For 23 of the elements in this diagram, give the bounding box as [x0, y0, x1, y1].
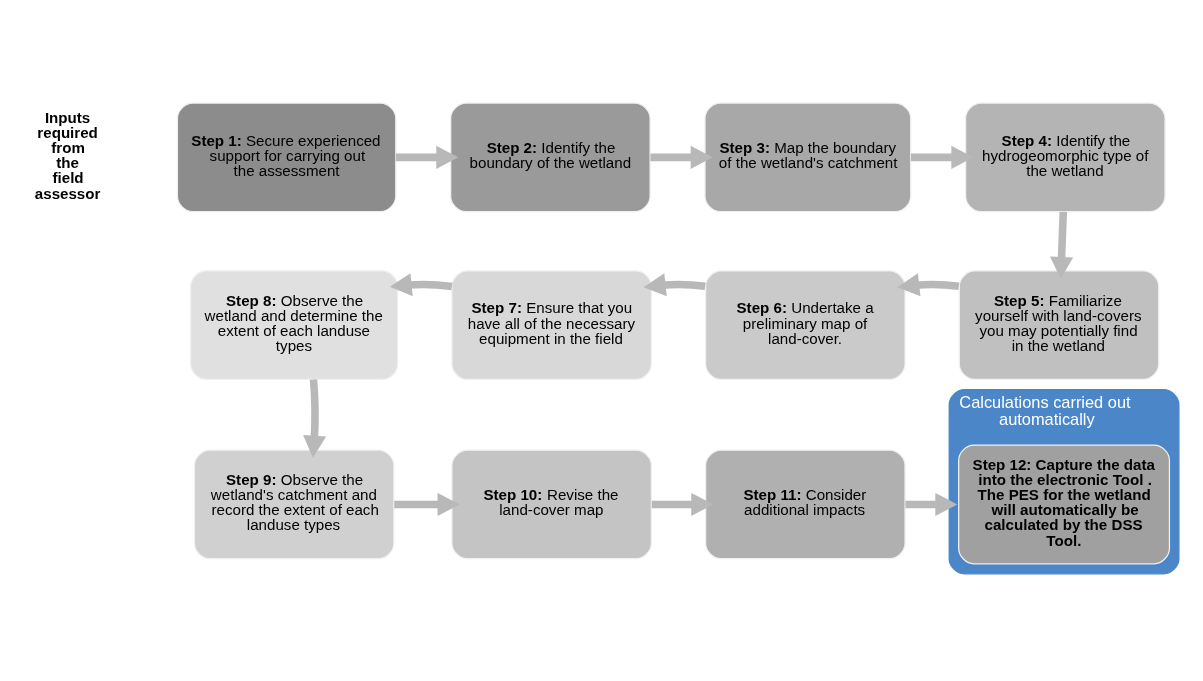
node-box: Step 8: Observe the wetland and determine the extent of each landuse types	[190, 269, 399, 380]
node-box: Step 6: Undertake a preliminary map of land-cover.	[705, 269, 906, 380]
node-box: Step 9: Observe the wetland's catchment and record the extent of each landuse types	[193, 449, 395, 559]
arrow	[394, 492, 460, 516]
arrow	[651, 492, 714, 516]
arrow	[897, 272, 960, 296]
arrow	[1050, 211, 1074, 279]
node-box: Step 1: Secure experienced support for carrying out the assessment	[176, 101, 397, 212]
arrow	[643, 272, 706, 296]
arrow	[389, 272, 453, 296]
arrow	[395, 145, 459, 169]
node-box: Step 2: Identify the boundary of the wetland	[450, 101, 651, 212]
node-box: Step 4: Identify the hydrogeomorphic type of the wetland	[965, 101, 1166, 212]
arrow	[905, 492, 958, 516]
node-box: Step 11: Consider additional impacts	[705, 449, 906, 559]
arrow	[303, 378, 327, 458]
label: Inputs required from the field assessor	[34, 108, 101, 202]
node-box: Step 10: Revise the land-cover map	[451, 449, 652, 559]
node-box: Step 7: Ensure that you have all of the necessary equipment in the field	[451, 269, 652, 380]
node-box: Step 5: Familiarize yourself with land-covers you may potentially find in the wetland	[958, 269, 1160, 380]
arrow	[650, 145, 713, 169]
node-box: Step 3: Map the boundary of the wetland's catchment	[704, 101, 912, 212]
node-box: Step 12: Capture the data into the electronic Tool . The PES for the wetland will automatically be calculated by the DSS Tool.	[958, 444, 1171, 564]
